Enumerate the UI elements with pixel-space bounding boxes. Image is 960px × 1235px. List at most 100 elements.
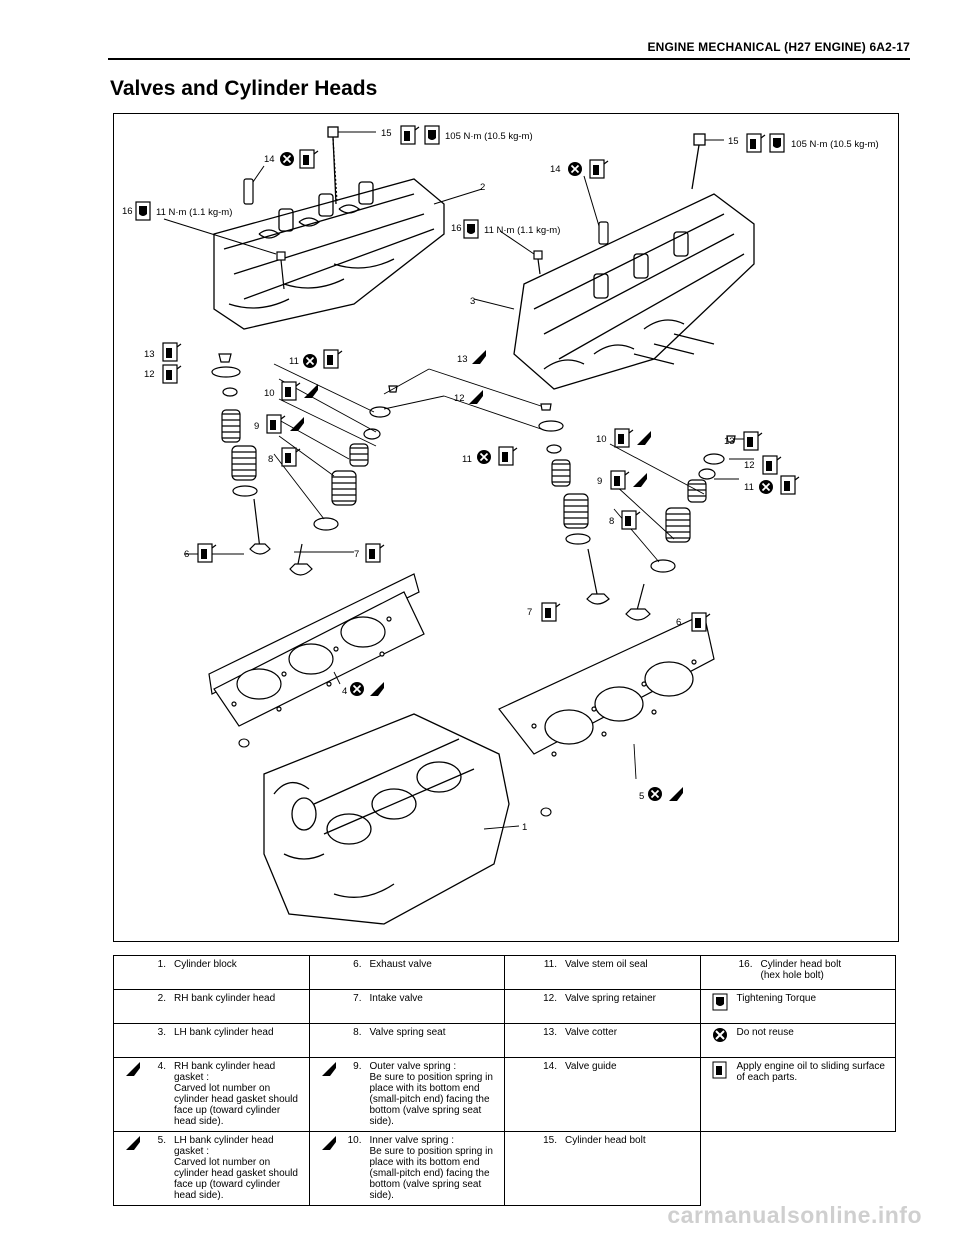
callout-4: 4 bbox=[342, 686, 347, 697]
legend-icon-slot bbox=[509, 1061, 539, 1072]
legend-text: Valve stem oil seal bbox=[565, 959, 648, 970]
callout-11-right: 11 bbox=[744, 482, 754, 493]
legend-row: 3. LH bank cylinder head 8.Valve spring se… bbox=[113, 1023, 896, 1058]
callout-3: 3 bbox=[470, 296, 475, 307]
callout-15-right: 15 bbox=[728, 136, 739, 147]
legend-cell: 11. Valve stem oil seal bbox=[504, 955, 701, 990]
header-rule bbox=[108, 58, 910, 60]
legend-number: 8. bbox=[353, 1027, 362, 1038]
legend-text: Cylinder block bbox=[174, 959, 237, 970]
note-icon bbox=[314, 1135, 344, 1201]
callout-13-right: 13 bbox=[724, 436, 735, 447]
callout-8-left: 8 bbox=[268, 454, 273, 465]
torque-15-right: 105 N·m (10.5 kg-m) bbox=[791, 139, 879, 150]
legend-number: 13. bbox=[543, 1027, 557, 1038]
torque-icon bbox=[705, 993, 735, 1014]
callout-2: 2 bbox=[480, 182, 485, 193]
page-header-title: ENGINE MECHANICAL (H27 ENGINE) 6A2-17 bbox=[647, 40, 910, 54]
legend-cell: Tightening Torque bbox=[699, 989, 896, 1024]
legend-row: 2. RH bank cylinder head 7.Intake valve 12.… bbox=[113, 989, 896, 1024]
legend-icon-slot bbox=[314, 993, 344, 1004]
legend-text: Outer valve spring : Be sure to position… bbox=[369, 1061, 493, 1127]
legend-empty-cell bbox=[700, 1132, 896, 1206]
exploded-view-drawing: 15 105 N·m (10.5 kg-m) 15 105 N·m (10.5 … bbox=[122, 125, 879, 925]
legend-text: Cylinder head bolt bbox=[565, 1135, 646, 1146]
legend-icon-slot bbox=[118, 1027, 148, 1038]
do-not-reuse-icon bbox=[705, 1027, 735, 1046]
legend-cell: 13. Valve cotter bbox=[504, 1023, 701, 1058]
legend-cell: 3. LH bank cylinder head bbox=[113, 1023, 310, 1058]
callout-5: 5 bbox=[639, 791, 644, 802]
legend-number: 3. bbox=[157, 1027, 166, 1038]
callout-14-left: 14 bbox=[264, 154, 275, 165]
torque-15-left: 105 N·m (10.5 kg-m) bbox=[445, 131, 533, 142]
torque-16-right: 11 N·m (1.1 kg-m) bbox=[484, 225, 560, 236]
legend-number: 11. bbox=[543, 959, 557, 970]
legend-cell: 2. RH bank cylinder head bbox=[113, 989, 310, 1024]
oil-can-icon bbox=[705, 1061, 735, 1083]
callout-16-right: 16 bbox=[451, 223, 462, 234]
callout-14-right: 14 bbox=[550, 164, 561, 175]
legend-cell: 14.Valve guide bbox=[504, 1057, 701, 1132]
note-icon bbox=[118, 1061, 148, 1127]
legend-number: 9. bbox=[353, 1061, 362, 1072]
callout-10-left: 10 bbox=[264, 388, 275, 399]
callout-13-left: 13 bbox=[144, 349, 155, 360]
legend-text: RH bank cylinder head bbox=[174, 993, 276, 1004]
callout-10-right: 10 bbox=[596, 434, 607, 445]
legend-cell: Apply engine oil to sliding surface of e… bbox=[699, 1057, 896, 1132]
legend-icon-slot bbox=[118, 993, 148, 1004]
callout-12-center: 12 bbox=[454, 393, 465, 404]
legend-icon-slot bbox=[118, 959, 148, 970]
section-title: Valves and Cylinder Heads bbox=[110, 77, 378, 100]
legend-cell: 16.Cylinder head bolt (hex hole bolt) bbox=[699, 955, 896, 990]
legend-text: Apply engine oil to sliding surface of e… bbox=[736, 1061, 885, 1083]
legend-text: RH bank cylinder head gasket : Carved lo… bbox=[174, 1061, 298, 1127]
legend-row: 4.RH bank cylinder head gasket : Carved … bbox=[113, 1057, 896, 1132]
exploded-view-figure: 15 105 N·m (10.5 kg-m) 15 105 N·m (10.5 … bbox=[113, 113, 899, 942]
legend-cell: 4.RH bank cylinder head gasket : Carved … bbox=[113, 1057, 310, 1132]
torque-16-left: 11 N·m (1.1 kg-m) bbox=[156, 207, 232, 218]
callout-6-right: 6 bbox=[676, 617, 681, 628]
legend-text: Valve cotter bbox=[565, 1027, 618, 1038]
legend-cell: 10.Inner valve spring : Be sure to posit… bbox=[308, 1131, 505, 1206]
rh-cylinder-head bbox=[213, 178, 445, 330]
legend-icon-slot bbox=[705, 959, 735, 981]
callout-7-left: 7 bbox=[354, 549, 359, 560]
legend-text: LH bank cylinder head bbox=[174, 1027, 274, 1038]
note-icon bbox=[118, 1135, 148, 1201]
callout-labels: 15 105 N·m (10.5 kg-m) 15 105 N·m (10.5 … bbox=[122, 125, 879, 833]
callout-7-right: 7 bbox=[527, 607, 532, 618]
legend-number: 16. bbox=[738, 959, 753, 970]
legend-icon-slot bbox=[509, 1027, 539, 1038]
callout-8-right: 8 bbox=[609, 516, 614, 527]
legend-text: Valve guide bbox=[565, 1061, 617, 1072]
legend-icon-slot bbox=[509, 959, 539, 970]
legend-text: LH bank cylinder head gasket : Carved lo… bbox=[174, 1135, 298, 1201]
legend-text: Tightening Torque bbox=[736, 993, 817, 1004]
callout-15-left: 15 bbox=[381, 128, 392, 139]
legend-number: 12. bbox=[543, 993, 557, 1004]
legend-row: 5.LH bank cylinder head gasket : Carved … bbox=[113, 1131, 896, 1206]
legend-text: Exhaust valve bbox=[369, 959, 432, 970]
note-icon bbox=[314, 1061, 344, 1127]
legend-number: 7. bbox=[353, 993, 362, 1004]
legend-cell: 7.Intake valve bbox=[308, 989, 505, 1024]
legend-icon-slot bbox=[509, 993, 539, 1004]
legend-cell: 8.Valve spring seat bbox=[308, 1023, 505, 1058]
cylinder-block bbox=[263, 713, 510, 925]
callout-1: 1 bbox=[522, 822, 527, 833]
legend-text: Valve spring retainer bbox=[565, 993, 656, 1004]
legend-number: 2. bbox=[157, 993, 166, 1004]
legend-text: Inner valve spring : Be sure to position… bbox=[369, 1135, 493, 1201]
legend-icon-slot bbox=[314, 959, 344, 970]
watermark: carmanualsonline.info bbox=[667, 1202, 922, 1228]
callout-12-right: 12 bbox=[744, 460, 755, 471]
callout-16-left: 16 bbox=[122, 206, 133, 217]
callout-6-left: 6 bbox=[184, 549, 189, 560]
callout-11-left: 11 bbox=[289, 356, 299, 367]
legend-cell: 9. Outer valve spring : Be sure to positi… bbox=[308, 1057, 505, 1132]
legend-icon-slot bbox=[509, 1135, 539, 1146]
